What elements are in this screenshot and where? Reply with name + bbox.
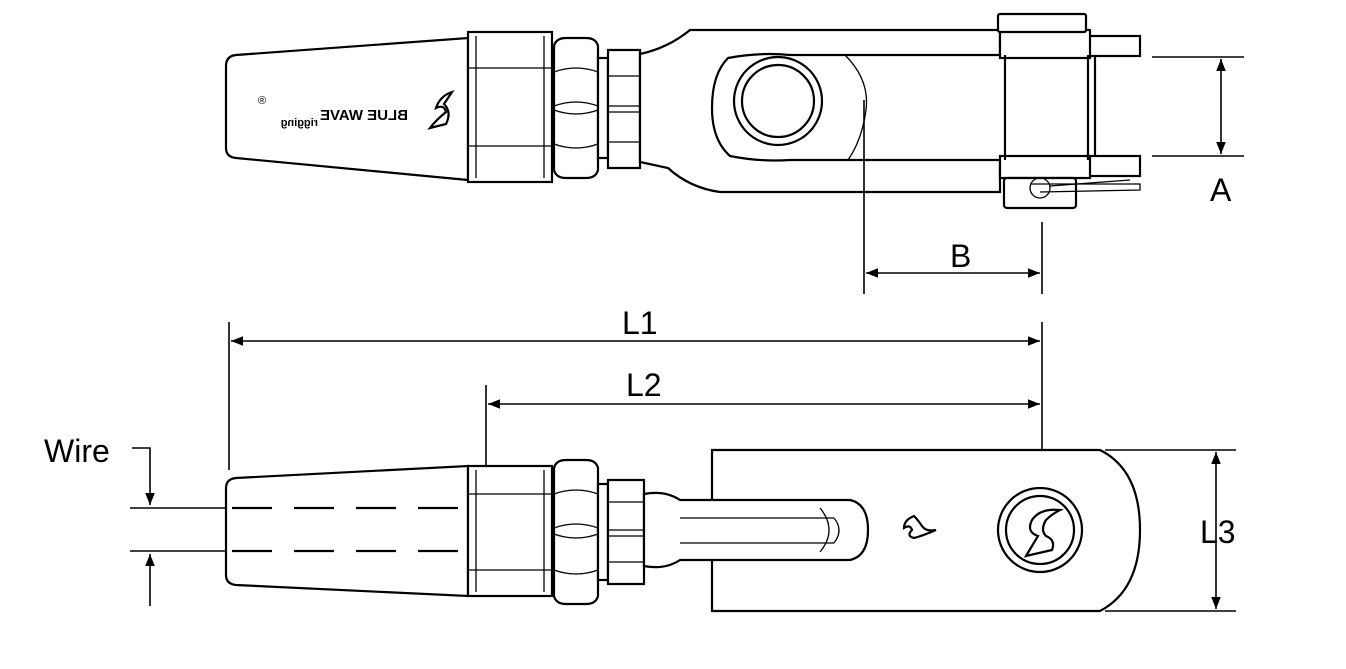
label-wire: Wire <box>44 433 110 469</box>
top-jaw-end-upper <box>1086 34 1142 58</box>
label-l1: L1 <box>622 305 658 341</box>
bottom-small-hex <box>606 478 646 586</box>
top-jaw-lower-block <box>998 154 1092 180</box>
top-view-fitting: BLUE WAVE rigging ® <box>224 12 1142 210</box>
bottom-view-fitting <box>224 448 1142 613</box>
brand-suffix: rigging <box>281 117 318 129</box>
top-cotter-block <box>1002 176 1078 210</box>
label-l3: L3 <box>1200 514 1236 550</box>
top-pin-head <box>996 12 1088 34</box>
bottom-nut-large <box>466 464 554 598</box>
label-a: A <box>1210 172 1232 208</box>
top-cotter-ring <box>1029 177 1051 199</box>
top-hex-nut <box>552 36 600 180</box>
dimension-wire: Wire <box>44 433 226 606</box>
top-collar <box>596 56 610 160</box>
dimension-b: B <box>863 100 1043 294</box>
bottom-collar <box>596 482 610 582</box>
top-small-hex <box>606 48 642 170</box>
bottom-sleeve <box>224 464 470 598</box>
plate-wave-logo-icon <box>902 514 937 540</box>
pin-wave-logo-icon <box>1023 508 1064 558</box>
brand-text: BLUE WAVE <box>320 107 408 124</box>
top-nut-large <box>466 30 554 184</box>
top-jaw-upper-block <box>998 28 1092 60</box>
wave-logo-icon <box>427 89 455 130</box>
top-jaw-end-lower <box>1086 154 1142 178</box>
top-eye-inner <box>740 63 816 139</box>
brand-suffix-group: rigging <box>281 117 318 129</box>
bottom-hex-nut <box>552 458 600 606</box>
brand-registered: ® <box>258 95 266 107</box>
label-l2: L2 <box>626 367 662 403</box>
dimension-l1: L1 <box>228 305 1043 478</box>
dimension-a: A <box>1152 56 1244 208</box>
dimension-l3: L3 <box>1105 449 1236 612</box>
bottom-shank <box>642 491 870 569</box>
label-b: B <box>950 238 971 274</box>
top-brand-mark: BLUE WAVE <box>320 107 408 124</box>
top-sleeve <box>224 36 470 182</box>
